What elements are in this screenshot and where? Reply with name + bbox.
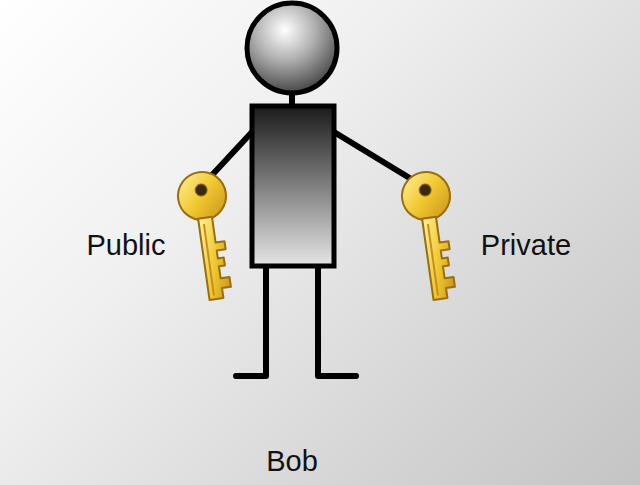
figure-body bbox=[252, 106, 334, 266]
left-leg bbox=[236, 262, 266, 376]
key-label: Public bbox=[87, 230, 166, 262]
figure-head bbox=[247, 3, 337, 93]
key-label: Private bbox=[481, 230, 571, 262]
right-leg bbox=[318, 262, 356, 376]
person-name: Bob bbox=[266, 446, 318, 478]
private-key-icon bbox=[399, 169, 464, 302]
public-key-icon bbox=[175, 169, 240, 302]
